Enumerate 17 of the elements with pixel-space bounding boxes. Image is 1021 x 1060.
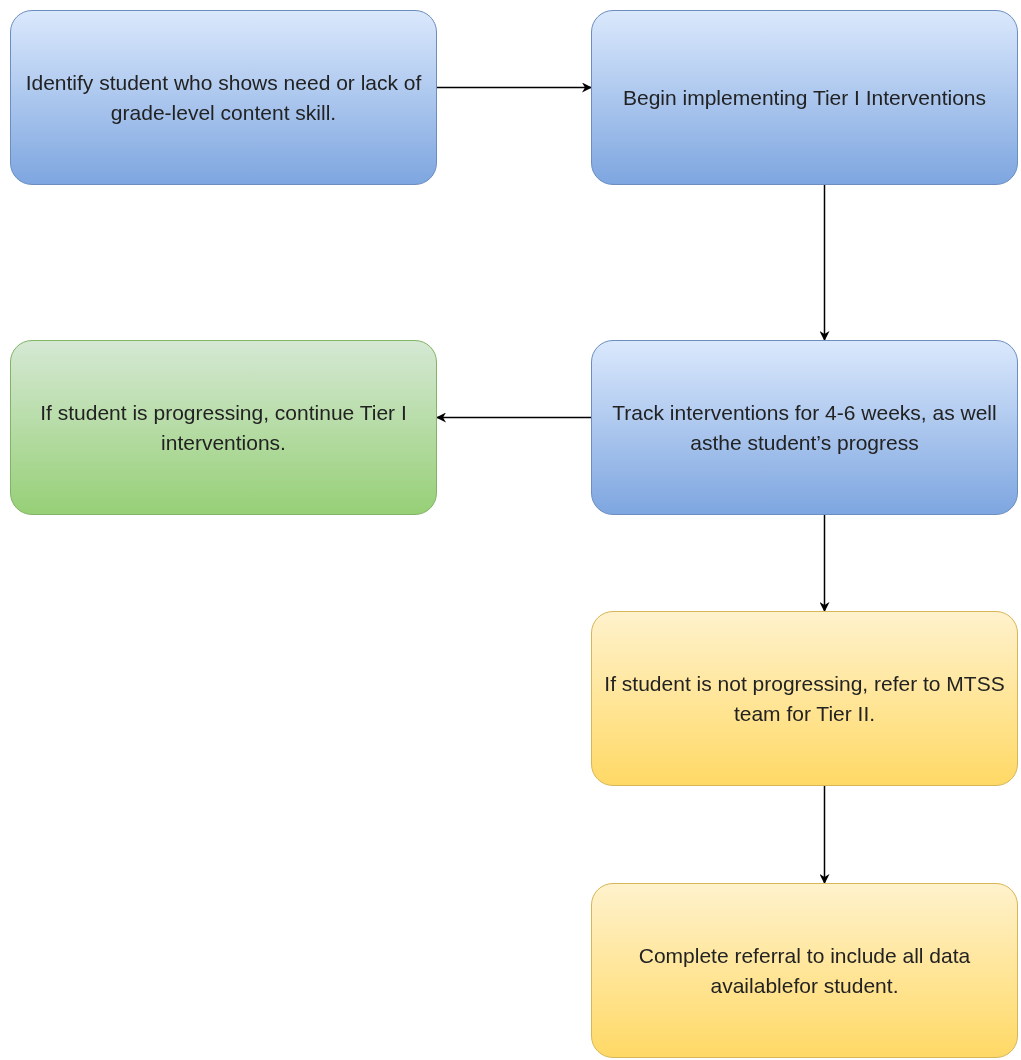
box-text: Complete referral to include all data availablefor student. xyxy=(637,942,972,999)
box-text: If student is progressing, continue Tier I interventions. xyxy=(39,399,408,456)
arrow xyxy=(819,184,830,341)
process-box xyxy=(10,10,437,185)
process-box xyxy=(591,10,1018,185)
process-box xyxy=(591,883,1018,1058)
process-box xyxy=(10,340,437,515)
box-text: Begin implementing Tier I Interventions xyxy=(623,84,986,111)
box-text: Track interventions for 4-6 weeks, as well asthe student’s progress xyxy=(611,399,998,456)
arrow xyxy=(436,412,592,423)
box-text: Identify student who shows need or lack of grade-level content skill. xyxy=(24,69,423,126)
box-text: If student is not progressing, refer to MTSS team for Tier II. xyxy=(603,670,1006,727)
process-box xyxy=(591,611,1018,786)
arrow xyxy=(819,514,830,612)
arrow xyxy=(436,82,592,93)
process-box xyxy=(591,340,1018,515)
arrow xyxy=(819,785,830,884)
